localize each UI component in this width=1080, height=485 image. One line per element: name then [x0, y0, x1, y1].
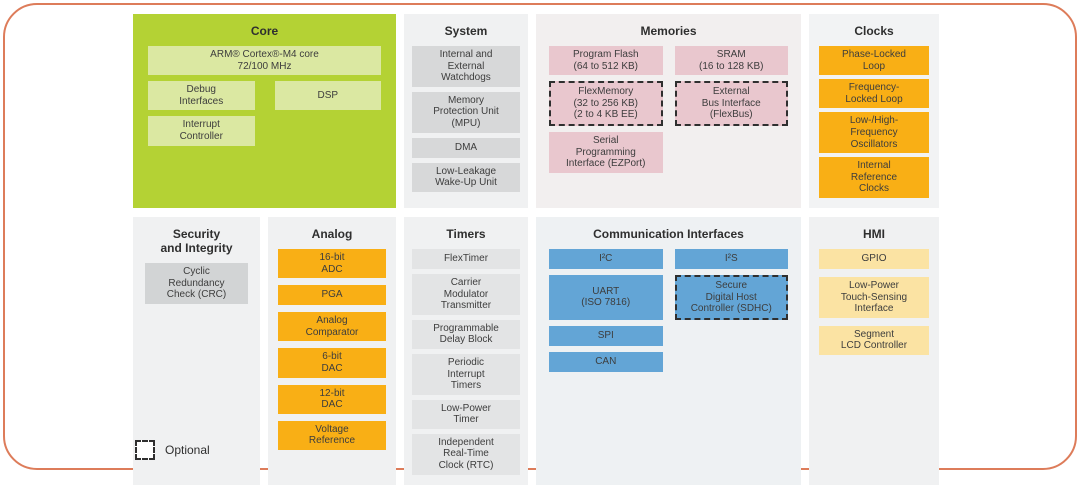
block-internal-reference-clocks: Internal Reference Clocks: [819, 157, 929, 198]
block-6-bit-dac: 6-bit DAC: [278, 348, 386, 378]
legend-label: Optional: [165, 443, 210, 457]
block-arm-cortex-m4-core: ARM® Cortex®-M4 core 72/100 MHz: [148, 46, 381, 76]
block-external-bus-interface: External Bus Interface (FlexBus): [674, 81, 788, 126]
block-secure-digital-host-controller: Secure Digital Host Controller (SDHC): [674, 274, 788, 320]
section-title-analog: Analog: [311, 226, 353, 241]
legend: Optional: [135, 440, 210, 460]
block-low-leakage-wake-up-unit: Low-Leakage Wake-Up Unit: [412, 162, 520, 192]
block-programmable-delay-block: Programmable Delay Block: [412, 319, 520, 349]
block-serial-programming-interface: Serial Programming Interface (EZPort): [549, 131, 663, 173]
block-pga: PGA: [278, 285, 386, 306]
section-hmi: HMI GPIO Low-Power Touch-Sensing Interface…: [809, 216, 939, 485]
block-cyclic-redundancy-check: Cyclic Redundancy Check (CRC): [145, 262, 248, 304]
block-voltage-reference: Voltage Reference: [278, 420, 386, 450]
block-sram: SRAM (16 to 128 KB): [674, 46, 788, 76]
block-gpio: GPIO: [819, 248, 929, 269]
block-i2s: I²S: [674, 248, 788, 269]
block-frequency-locked-loop: Frequency- Locked Loop: [819, 79, 929, 109]
block-debug-interfaces: Debug Interfaces: [148, 81, 255, 111]
block-analog-comparator: Analog Comparator: [278, 312, 386, 342]
block-carrier-modulator-transmitter: Carrier Modulator Transmitter: [412, 273, 520, 315]
section-title-system: System: [444, 24, 488, 38]
block-interrupt-controller: Interrupt Controller: [148, 116, 255, 146]
block-uart: UART (ISO 7816): [549, 274, 663, 320]
section-title-clocks: Clocks: [854, 24, 894, 38]
section-title-core: Core: [250, 24, 279, 38]
section-title-security: Security and Integrity: [160, 226, 233, 255]
block-12-bit-dac: 12-bit DAC: [278, 384, 386, 414]
block-internal-external-watchdogs: Internal and External Watchdogs: [412, 46, 520, 87]
block-dma: DMA: [412, 137, 520, 158]
block-program-flash: Program Flash (64 to 512 KB): [549, 46, 663, 76]
block-periodic-interrupt-timers: Periodic Interrupt Timers: [412, 353, 520, 395]
section-body-security: Cyclic Redundancy Check (CRC): [133, 262, 260, 485]
section-title-memories: Memories: [640, 24, 697, 38]
section-analog: Analog 16-bit ADC PGA Analog Comparator 6-bi…: [268, 216, 396, 485]
section-title-timers: Timers: [446, 226, 486, 241]
block-can: CAN: [549, 351, 663, 372]
block-low-power-timer: Low-Power Timer: [412, 399, 520, 429]
block-flexmemory: FlexMemory (32 to 256 KB) (2 to 4 KB EE): [549, 81, 663, 126]
section-title-comm: Communication Interfaces: [593, 226, 744, 241]
block-dsp: DSP: [274, 81, 381, 111]
block-memory-protection-unit: Memory Protection Unit (MPU): [412, 91, 520, 133]
block-segment-lcd-controller: Segment LCD Controller: [819, 325, 929, 355]
block-independent-real-time-clock: Independent Real-Time Clock (RTC): [412, 433, 520, 475]
section-body-analog: 16-bit ADC PGA Analog Comparator 6-bit DAC 1…: [268, 248, 396, 485]
block-phase-locked-loop: Phase-Locked Loop: [819, 46, 929, 76]
optional-dashed-swatch-icon: [135, 440, 155, 460]
section-title-hmi: HMI: [863, 226, 885, 241]
block-low-high-frequency-oscillators: Low-/High- Frequency Oscillators: [819, 112, 929, 154]
block-flextimer: FlexTimer: [412, 248, 520, 269]
block-16-bit-adc: 16-bit ADC: [278, 248, 386, 279]
section-body-memories: Program Flash (64 to 512 KB) SRAM (16 to …: [536, 46, 801, 208]
block-spi: SPI: [549, 325, 663, 346]
section-body-comm: I²C I²S UART (ISO 7816)Secure Digital Host…: [536, 248, 801, 485]
block-i2c: I²C: [549, 248, 663, 269]
block-low-power-touch-sensing-interface: Low-Power Touch-Sensing Interface: [819, 276, 929, 318]
